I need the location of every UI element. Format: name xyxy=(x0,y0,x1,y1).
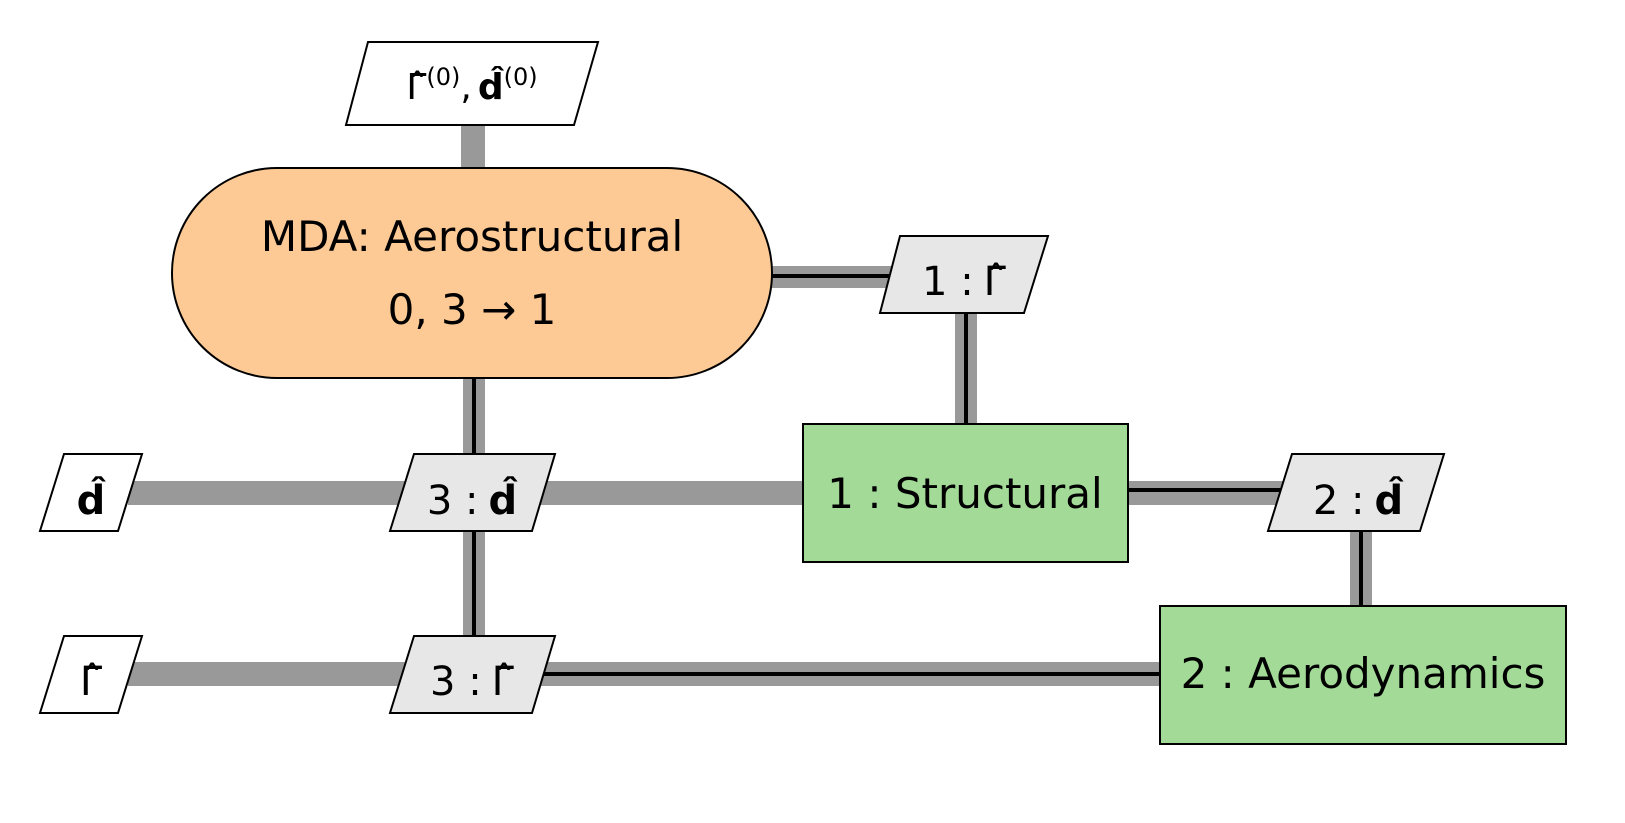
aerodynamics-label: 2 : Aerodynamics xyxy=(1181,649,1546,698)
input-d-symbol: d̂ xyxy=(478,65,505,108)
output-gamma-node: Γ̂ xyxy=(38,635,144,714)
var-3-d-node: 3 :d̂ xyxy=(388,453,557,532)
process-lines xyxy=(472,274,1363,676)
output-gamma-symbol: Γ̂ xyxy=(80,659,103,705)
data-line-input-mda xyxy=(461,125,485,173)
mda-title: MDA: Aerostructural xyxy=(261,212,683,261)
mda-driver-node: MDA: Aerostructural 0, 3 → 1 xyxy=(171,167,773,379)
svg-text:Γ̂(0),d̂(0): Γ̂(0),d̂(0) xyxy=(406,63,537,108)
var-3-gamma-prefix: 3 : xyxy=(430,659,482,705)
input-gamma-superscript: (0) xyxy=(426,63,460,91)
structural-label: 1 : Structural xyxy=(827,469,1102,518)
input-gamma-symbol: Γ̂ xyxy=(406,67,426,108)
var-2-d-symbol: d̂ xyxy=(1375,476,1405,524)
svg-text:3 :Γ̂: 3 :Γ̂ xyxy=(430,659,515,705)
output-d-symbol: d̂ xyxy=(77,476,107,524)
var-3-gamma-node: 3 :Γ̂ xyxy=(388,635,557,714)
input-separator: , xyxy=(460,67,471,108)
output-d-node: d̂ xyxy=(38,453,144,532)
var-1-gamma-node: 1 :Γ̂ xyxy=(878,235,1050,314)
var-2-d-prefix: 2 : xyxy=(1313,478,1365,524)
aerodynamics-node: 2 : Aerodynamics xyxy=(1159,605,1567,745)
var-2-d-node: 2 :d̂ xyxy=(1266,453,1446,532)
svg-text:1 :Γ̂: 1 :Γ̂ xyxy=(922,259,1007,305)
input-d-superscript: (0) xyxy=(504,63,538,91)
input-node: Γ̂(0),d̂(0) xyxy=(344,41,600,126)
var-3-d-symbol: d̂ xyxy=(489,476,519,524)
structural-node: 1 : Structural xyxy=(802,423,1129,563)
mda-steps: 0, 3 → 1 xyxy=(388,285,557,334)
var-1-gamma-symbol: Γ̂ xyxy=(984,259,1007,305)
var-1-gamma-prefix: 1 : xyxy=(922,259,974,305)
var-3-d-prefix: 3 : xyxy=(427,478,479,524)
svg-text:2 :d̂: 2 :d̂ xyxy=(1313,476,1404,524)
svg-text:3 :d̂: 3 :d̂ xyxy=(427,476,518,524)
var-3-gamma-symbol: Γ̂ xyxy=(492,659,515,705)
